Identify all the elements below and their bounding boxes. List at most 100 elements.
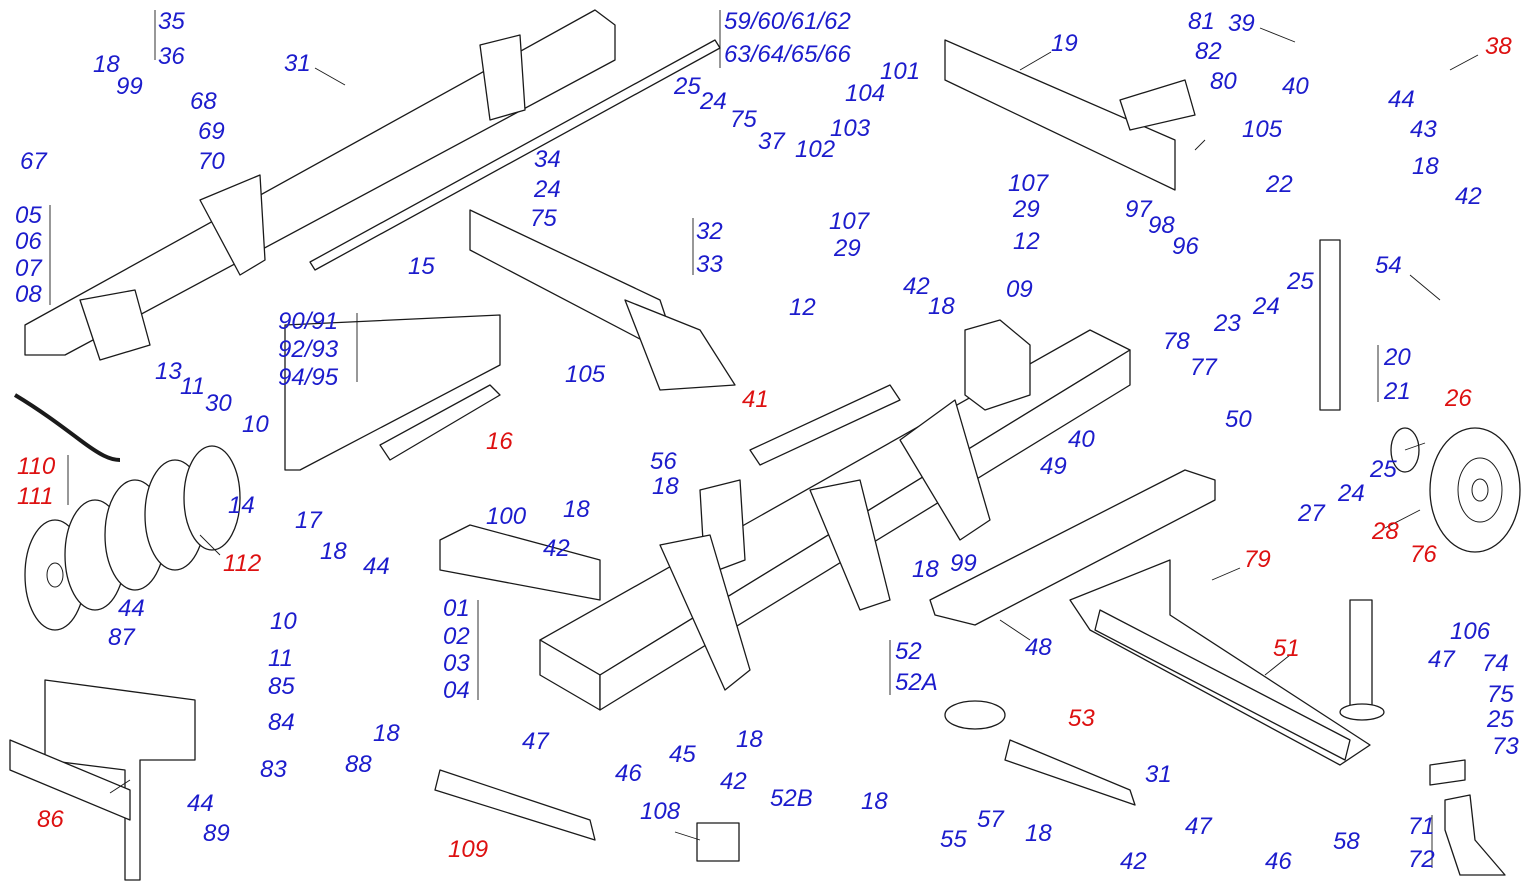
callout-25: 25 — [674, 73, 701, 100]
callout-28: 28 — [1372, 518, 1399, 545]
callout-80: 80 — [1210, 68, 1237, 95]
callout-05: 05 — [15, 202, 42, 229]
callout-52b: 52B — [770, 785, 813, 812]
callout-18a: 18 — [1412, 153, 1439, 180]
callout-22: 22 — [1266, 171, 1293, 198]
callout-18g: 18 — [373, 720, 400, 747]
callout-69: 69 — [198, 118, 225, 145]
callout-89: 89 — [203, 820, 230, 847]
callout-52a: 52A — [895, 669, 938, 696]
callout-85: 85 — [268, 673, 295, 700]
callout-41: 41 — [742, 386, 769, 413]
callout-75c: 75 — [1487, 681, 1514, 708]
callout-15: 15 — [408, 253, 435, 280]
callout-103: 103 — [830, 115, 871, 142]
callout-23: 23 — [1214, 310, 1241, 337]
callout-25c: 25 — [1287, 268, 1314, 295]
callout-63-66: 63/64/65/66 — [724, 41, 851, 68]
callout-26: 26 — [1445, 385, 1472, 412]
upper-frame — [24, 9, 1196, 471]
callout-08: 08 — [15, 281, 42, 308]
callout-18f: 18 — [912, 556, 939, 583]
callout-42b: 42 — [903, 273, 930, 300]
callout-100: 100 — [486, 503, 527, 530]
callout-06: 06 — [15, 228, 42, 255]
callout-29b: 29 — [834, 235, 861, 262]
callout-04: 04 — [443, 677, 470, 704]
callout-42e: 42 — [1120, 848, 1147, 875]
callout-11: 11 — [180, 373, 205, 400]
callout-29a: 29 — [1013, 196, 1040, 223]
callout-21: 21 — [1384, 378, 1411, 405]
callout-11b: 11 — [268, 645, 293, 672]
callout-34: 34 — [534, 146, 561, 173]
callout-74: 74 — [1482, 650, 1509, 677]
callout-24c: 24 — [1253, 293, 1280, 320]
callout-104: 104 — [845, 80, 886, 107]
disc-gang — [24, 445, 241, 631]
callout-73: 73 — [1492, 733, 1519, 760]
callout-18d: 18 — [320, 538, 347, 565]
callout-12b: 12 — [789, 294, 816, 321]
callout-44c: 44 — [118, 595, 145, 622]
callout-105: 105 — [565, 361, 606, 388]
callout-92-93: 92/93 — [278, 336, 339, 363]
callout-18: 18 — [93, 51, 120, 78]
hitch-arm — [9, 679, 196, 881]
callout-54: 54 — [1375, 252, 1402, 279]
callout-10: 10 — [242, 411, 269, 438]
main-frame — [439, 319, 1131, 711]
callout-110: 110 — [17, 453, 56, 480]
callout-109: 109 — [448, 836, 489, 863]
callout-27: 27 — [1298, 500, 1325, 527]
callout-90-91: 90/91 — [278, 308, 339, 335]
callout-50: 50 — [1225, 406, 1252, 433]
callout-17: 17 — [295, 507, 322, 534]
callout-42c: 42 — [543, 535, 570, 562]
callout-01: 01 — [443, 595, 470, 622]
callout-18e: 18 — [563, 496, 590, 523]
callout-112: 112 — [223, 550, 262, 577]
callout-101: 101 — [880, 58, 921, 85]
callout-107b: 107 — [829, 208, 870, 235]
callout-79: 79 — [1244, 546, 1271, 573]
callout-25e: 25 — [1487, 706, 1514, 733]
callout-107a: 107 — [1008, 170, 1049, 197]
callout-68: 68 — [190, 88, 217, 115]
callout-98: 98 — [1148, 212, 1175, 239]
callout-45: 45 — [669, 741, 696, 768]
callout-10b: 10 — [270, 608, 297, 635]
callout-96: 96 — [1172, 233, 1199, 260]
callout-13: 13 — [155, 358, 182, 385]
callout-18i: 18 — [861, 788, 888, 815]
callout-52: 52 — [895, 638, 922, 665]
callout-44b: 44 — [363, 553, 390, 580]
callout-86: 86 — [37, 806, 64, 833]
callout-24b: 24 — [534, 176, 561, 203]
callout-77: 77 — [1190, 354, 1217, 381]
lower-right-frames — [929, 469, 1371, 766]
callout-18c: 18 — [652, 473, 679, 500]
callout-30: 30 — [205, 390, 232, 417]
callout-16: 16 — [486, 428, 513, 455]
callout-51: 51 — [1273, 635, 1300, 662]
callout-59-62: 59/60/61/62 — [724, 8, 851, 35]
callout-97: 97 — [1125, 196, 1152, 223]
callout-81: 81 — [1188, 8, 1215, 35]
callout-67: 67 — [20, 148, 47, 175]
tine — [1444, 794, 1506, 876]
callout-106: 106 — [1450, 618, 1491, 645]
callout-20: 20 — [1384, 344, 1411, 371]
callout-82: 82 — [1195, 38, 1222, 65]
callout-35: 35 — [158, 8, 185, 35]
callout-37: 37 — [758, 128, 785, 155]
callout-09a: 09 — [1006, 276, 1033, 303]
callout-102: 102 — [795, 136, 836, 163]
callout-32: 32 — [696, 218, 723, 245]
callout-88: 88 — [345, 751, 372, 778]
callout-19: 19 — [1051, 30, 1078, 57]
callout-44d: 44 — [187, 790, 214, 817]
callout-31: 31 — [284, 50, 311, 77]
callout-83: 83 — [260, 756, 287, 783]
